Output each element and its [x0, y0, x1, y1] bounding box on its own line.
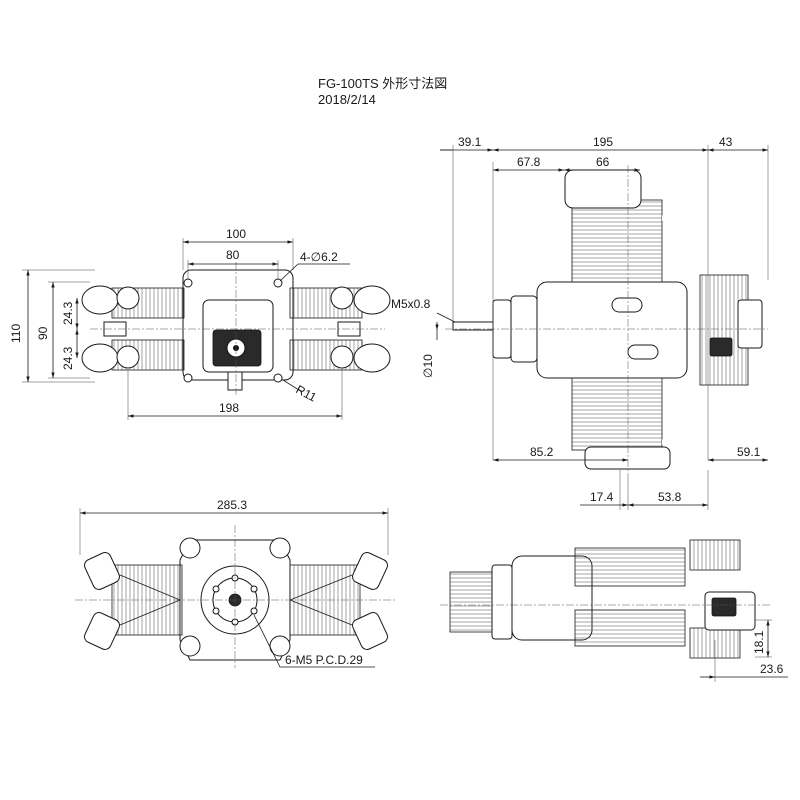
dim-radius: R11 [294, 382, 320, 404]
drawing-title-block: FG-100TS 外形寸法図 2018/2/14 [318, 76, 447, 108]
dim-rear-height: 18.1 [752, 630, 766, 654]
dim-bottom-b: 53.8 [658, 490, 682, 504]
rear-side-view-engine-drawing [440, 539, 770, 659]
dim-bottom-a: 17.4 [590, 490, 614, 504]
dim-rear-to-mount: 59.1 [737, 445, 761, 459]
dim-mount-height: 90 [36, 326, 50, 340]
drawing-date: 2018/2/14 [318, 92, 376, 107]
front-view: 110 90 24.3 24.3 100 80 4-∅6.2 R11 198 [9, 227, 391, 420]
dim-lower-offset: 24.3 [61, 346, 75, 370]
dim-total-height: 110 [9, 324, 23, 343]
dim-hub-bolts: 6-M5 P.C.D.29 [285, 653, 363, 667]
dim-shaft-thread: M5x0.8 [391, 297, 431, 311]
dim-mount-width-outer: 100 [226, 227, 246, 241]
dim-prop-to-mount: 39.1 [458, 135, 482, 149]
front-view-engine-drawing [81, 262, 391, 395]
bottom-view-engine-drawing [75, 525, 395, 668]
dim-upper-offset: 24.3 [61, 301, 75, 325]
dim-front-offset: 67.8 [517, 155, 541, 169]
dim-shaft-dia: ∅10 [421, 354, 435, 378]
dim-cylinder-span: 198 [219, 401, 239, 415]
drawing-title: FG-100TS 外形寸法図 [318, 76, 448, 91]
side-view: 39.1 195 43 67.8 66 M5x0.8 ∅10 85.2 59.1… [391, 135, 769, 510]
dim-rear: 43 [719, 135, 733, 149]
rear-side-view: 18.1 23.6 [440, 539, 788, 682]
dim-carb-width: 66 [596, 155, 610, 169]
dim-rear-depth: 23.6 [760, 662, 784, 676]
dim-mount-holes: 4-∅6.2 [300, 250, 338, 264]
dim-front-to-center: 85.2 [530, 445, 554, 459]
side-view-engine-drawing [445, 165, 768, 475]
dim-mount-width-inner: 80 [226, 248, 240, 262]
bottom-view: 285.3 6-M5 P.C.D.29 [75, 498, 395, 668]
dim-length: 195 [593, 135, 613, 149]
dim-total-width: 285.3 [217, 498, 247, 512]
